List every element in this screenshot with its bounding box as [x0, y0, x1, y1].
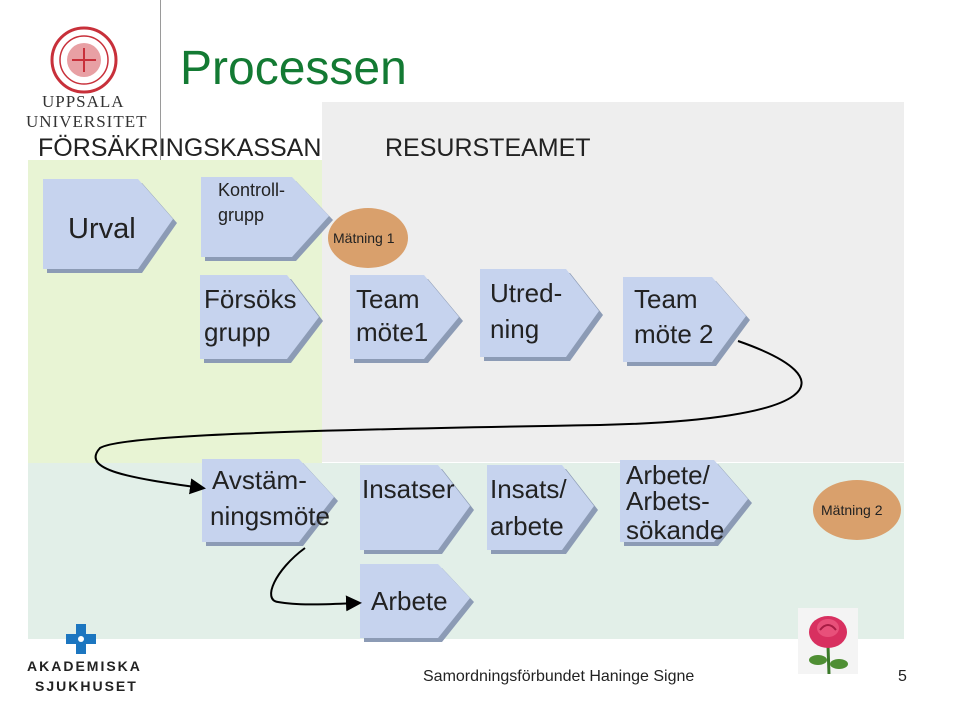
label-arbete-sokande-line3: sökande [626, 515, 725, 545]
label-matning2: Mätning 2 [821, 502, 883, 518]
arrow-arbete-sokande [620, 460, 748, 542]
label-teammote2-line2: möte 2 [634, 319, 714, 349]
label-forsoks-line1: Försöks [204, 284, 297, 314]
hospital-name-line1: AKADEMISKA [27, 658, 142, 674]
arrow-insatser [360, 465, 470, 550]
header-forsakringskassan: FÖRSÄKRINGSKASSAN [38, 134, 322, 162]
label-arbete-sokande-line1: Arbete/ [626, 460, 710, 490]
connector-avstamning-to-arbete [270, 547, 362, 612]
uppsala-logo: UPPSALA UNIVERSITET [22, 18, 147, 138]
label-forsoks-line2: grupp [204, 317, 271, 347]
arrow-teammote1 [350, 275, 459, 359]
arrow-forsoksgrupp [200, 275, 319, 359]
university-name-line1: UPPSALA [42, 92, 125, 111]
matning1-ellipse [328, 208, 408, 268]
matning2-ellipse [813, 480, 901, 540]
label-insats-arbete-line2: arbete [490, 511, 564, 541]
hospital-cross-icon [66, 624, 96, 654]
label-kontroll-line2: grupp [218, 205, 265, 225]
label-arbete: Arbete [371, 586, 448, 616]
label-kontroll-line1: Kontroll- [218, 180, 286, 200]
label-insatser: Insatser [362, 474, 455, 504]
label-arbete-sokande-line2: Arbets- [626, 486, 710, 516]
arrow-kontrollgrupp [201, 177, 329, 257]
rose-image [798, 608, 858, 675]
label-teammote2-line1: Team [634, 284, 698, 314]
arrow-avstamning [202, 459, 334, 542]
label-insats-arbete-line1: Insats/ [490, 474, 567, 504]
arrow-teammote2 [623, 277, 746, 362]
hospital-name-line2: SJUKHUSET [35, 678, 138, 694]
arrow-urval [43, 179, 173, 269]
label-avstamning-line2: ningsmöte [210, 501, 330, 531]
university-name-line2: UNIVERSITET [26, 112, 148, 131]
connector-teammote2-to-avstamning [94, 340, 803, 495]
vertical-divider [160, 0, 161, 160]
arrow-insats-arbete [487, 465, 594, 550]
label-avstamning-line1: Avstäm- [212, 465, 307, 495]
akademiska-logo: AKADEMISKA SJUKHUSET [25, 620, 150, 700]
label-matning1: Mätning 1 [333, 230, 395, 246]
arrow-utredning [480, 269, 599, 357]
label-utredning-line2: ning [490, 314, 540, 344]
label-utredning-line1: Utred- [490, 278, 563, 308]
label-teammote1-line1: Team [356, 284, 420, 314]
footer-text: Samordningsförbundet Haninge Signe [423, 668, 695, 685]
rose-icon [809, 616, 848, 675]
page-number: 5 [898, 668, 907, 685]
page-title: Processen [180, 42, 407, 95]
university-seal-icon [50, 26, 118, 94]
header-resursteamet: RESURSTEAMET [385, 134, 591, 162]
label-teammote1-line2: möte1 [356, 317, 429, 347]
arrow-arbete [360, 564, 470, 638]
label-urval: Urval [68, 213, 136, 245]
